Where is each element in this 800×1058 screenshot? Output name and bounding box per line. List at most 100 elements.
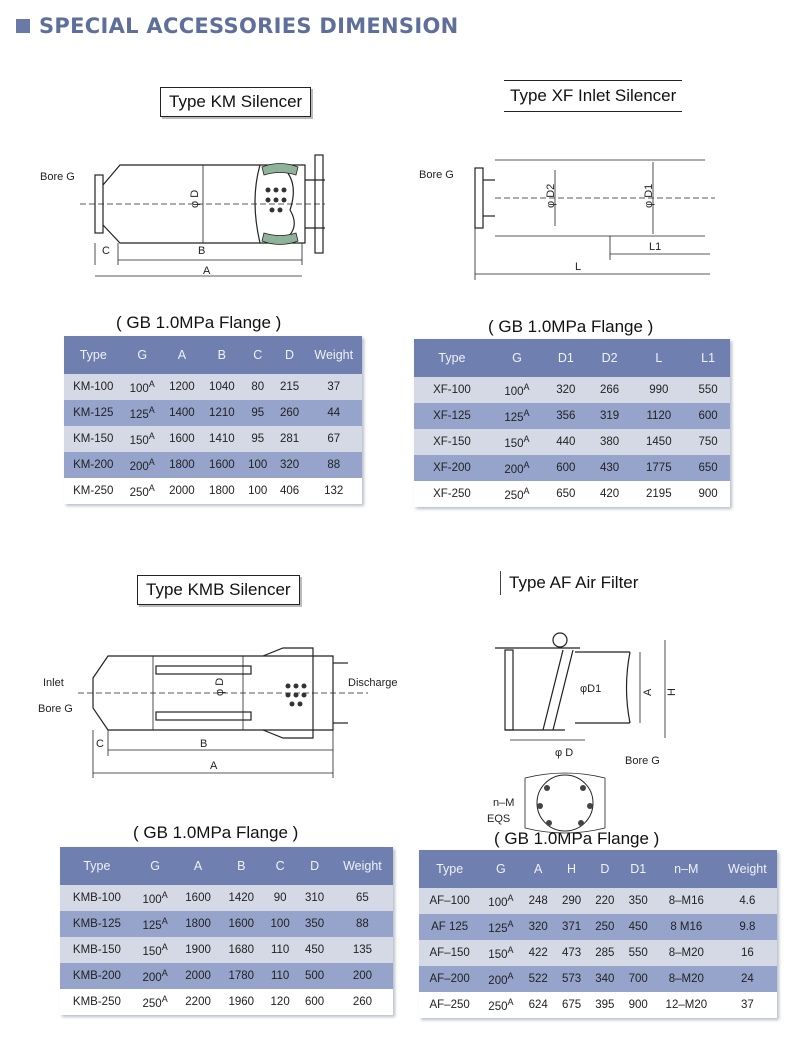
af-cell-value: 285 — [595, 947, 615, 959]
kmb-inlet-label: Inlet — [43, 677, 64, 689]
km-bore-label: Bore G — [40, 171, 75, 183]
af-col-header: n–M — [654, 850, 718, 888]
unit-superscript: A — [523, 434, 530, 445]
af-cell-value: AF–250 — [429, 999, 470, 1011]
km-cell: KM-200 — [64, 452, 123, 478]
af-cell-value: 16 — [741, 947, 754, 959]
km-cell-value: 2000 — [169, 485, 195, 497]
xf-cell-value: XF-200 — [433, 462, 471, 474]
kmb-cell: 250A — [133, 989, 177, 1015]
af-cell-value: 9.8 — [739, 921, 756, 933]
xf-cell-value: 380 — [599, 436, 620, 448]
unit-superscript: A — [523, 460, 530, 471]
xf-cell: 250A — [489, 481, 544, 507]
kmb-cell: 110 — [262, 937, 298, 963]
af-nm-label: n–M — [493, 797, 514, 809]
km-cell-value: KM-125 — [73, 407, 114, 419]
kmb-cell-value: 350 — [304, 918, 325, 930]
km-cell-value: 1800 — [169, 459, 195, 471]
xf-cell-value: 900 — [698, 488, 718, 500]
km-cell: 100 — [241, 452, 274, 478]
unit-superscript: A — [507, 893, 514, 904]
xf-cell-value: 1775 — [646, 462, 672, 474]
kmb-cell: 120 — [262, 989, 298, 1015]
xf-cell-value: 100 — [504, 385, 524, 398]
af-cell: 200A — [480, 966, 522, 992]
kmb-cell-value: 100 — [142, 893, 162, 906]
af-cell: 624 — [521, 992, 555, 1018]
af-cell-value: 8–M20 — [668, 973, 704, 985]
kmb-cell: 100 — [262, 911, 298, 937]
xf-col-header: G — [489, 339, 544, 377]
kmb-cell: 1680 — [219, 937, 263, 963]
unit-superscript: A — [507, 997, 514, 1008]
kmb-cell-value: 200 — [352, 970, 372, 982]
km-cell: 100A — [122, 374, 162, 400]
xf-cell: 200A — [489, 455, 544, 481]
unit-superscript: A — [523, 408, 530, 419]
kmb-col-header: Weight — [331, 847, 393, 885]
km-cell-value: 1210 — [209, 407, 235, 419]
km-cell-value: 132 — [324, 485, 344, 497]
af-cell: 250A — [480, 992, 522, 1018]
xf-cell-value: 990 — [649, 384, 669, 396]
af-cell: 16 — [717, 940, 777, 966]
af-cell: 8–M20 — [654, 966, 718, 992]
km-cell: 125A — [122, 400, 162, 426]
af-cell: 220 — [588, 888, 622, 914]
af-cell-value: 248 — [528, 895, 548, 907]
kmb-a-label: A — [210, 760, 218, 772]
kmb-col-header: B — [219, 847, 263, 885]
af-cell: 550 — [621, 940, 655, 966]
km-cell-value: 125 — [129, 408, 149, 421]
kmb-cell-value: 125 — [142, 919, 162, 932]
kmb-cell: 1600 — [176, 885, 220, 911]
km-cell-value: 250 — [129, 486, 149, 499]
kmb-cell-value: 310 — [304, 892, 325, 904]
km-cell-value: 1800 — [209, 485, 235, 497]
unit-superscript: A — [161, 890, 168, 901]
af-bore-label: Bore G — [625, 755, 660, 767]
af-cell: 100A — [480, 888, 522, 914]
kmb-cell: KMB-100 — [60, 885, 134, 911]
af-col-header: D1 — [621, 850, 655, 888]
km-cell: 1400 — [161, 400, 202, 426]
kmb-cell-value: 90 — [273, 892, 287, 904]
kmb-cell-value: 2000 — [185, 970, 211, 982]
af-cell-value: 4.6 — [739, 895, 756, 907]
kmb-flange-label: ( GB 1.0MPa Flange ) — [133, 823, 299, 842]
xf-cell: 900 — [686, 481, 730, 507]
af-col-header: A — [521, 850, 555, 888]
kmb-cell-value: 120 — [270, 996, 290, 1008]
xf-cell-value: 420 — [599, 488, 620, 500]
kmb-cell: 1960 — [219, 989, 263, 1015]
xf-cell-value: 750 — [698, 436, 718, 448]
af-cell-value: 8–M20 — [668, 947, 704, 959]
kmb-cell: KMB-150 — [60, 937, 134, 963]
kmb-cell: 350 — [297, 911, 332, 937]
kmb-d-label: φ D — [214, 678, 226, 696]
xf-diagram: Bore G φ D2 φ D1 L1 L — [419, 159, 715, 280]
unit-superscript: A — [507, 919, 514, 930]
km-col-header: C — [241, 336, 274, 374]
km-cell-value: 406 — [279, 485, 300, 497]
unit-superscript: A — [148, 483, 155, 494]
af-cell: 150A — [480, 940, 522, 966]
xf-col-header: L1 — [686, 339, 730, 377]
af-cell-value: 624 — [528, 999, 548, 1011]
xf-d1-label: φ D1 — [643, 184, 655, 208]
xf-cell-value: 650 — [556, 488, 576, 500]
kmb-cell: 200 — [331, 963, 393, 989]
af-cell-value: 220 — [595, 895, 615, 907]
km-cell: 1600 — [201, 452, 242, 478]
af-cell-value: 250 — [595, 921, 615, 933]
kmb-cell: 135 — [331, 937, 393, 963]
af-cell: 900 — [621, 992, 655, 1018]
kmb-cell-value: 1420 — [228, 892, 255, 904]
km-cell: 100 — [241, 478, 274, 504]
